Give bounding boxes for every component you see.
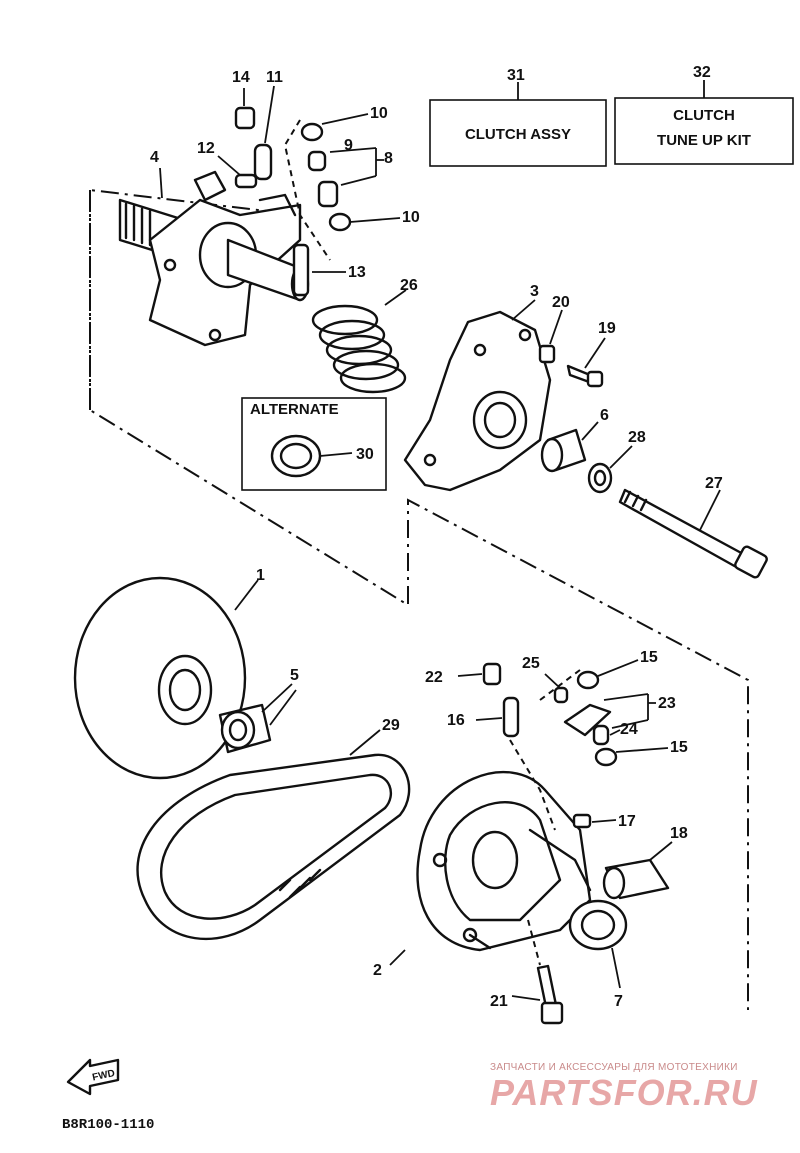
callout-2: 2	[373, 962, 382, 979]
callout-24: 24	[620, 721, 638, 738]
callout-3: 3	[530, 283, 539, 300]
part-15-cap-upper	[576, 670, 600, 690]
alternate-label: ALTERNATE	[250, 401, 339, 418]
callout-8: 8	[384, 150, 393, 167]
small-parts-lower: 22 16 25 15 23 24 15 17	[425, 649, 688, 831]
part-25-collar	[553, 686, 569, 704]
part-4-shaft-assembly: 4	[118, 149, 310, 347]
small-parts-right: 20 19 6 28 27	[538, 294, 768, 579]
callout-12: 12	[197, 140, 215, 157]
part-3-cover: 3	[403, 283, 552, 492]
watermark-tagline: ЗАПЧАСТИ И АКСЕССУАРЫ ДЛЯ МОТОТЕХНИКИ	[490, 1062, 738, 1073]
callout-32: 32	[693, 64, 711, 81]
callout-13: 13	[348, 264, 366, 281]
tune-up-kit-line1: CLUTCH	[673, 107, 735, 124]
callout-25: 25	[522, 655, 540, 672]
small-parts-bottom-right: 18 7 21	[490, 825, 688, 1025]
callout-10a: 10	[370, 105, 388, 122]
part-30-ring	[270, 434, 322, 478]
callout-26: 26	[400, 277, 418, 294]
part-20-nut	[538, 344, 556, 364]
assembly-outline-lower	[89, 188, 301, 410]
fwd-label: FWD	[91, 1068, 116, 1083]
part-16-pin	[502, 696, 520, 738]
callout-19: 19	[598, 320, 616, 337]
part-28-washer	[587, 462, 613, 494]
callout-16: 16	[447, 712, 465, 729]
callout-6: 6	[600, 407, 609, 424]
callout-9: 9	[344, 137, 353, 154]
tune-up-kit-line2: TUNE UP KIT	[657, 132, 751, 149]
callout-21: 21	[490, 993, 508, 1010]
part-2-movable-sheave: 2	[373, 771, 592, 979]
assembly-outline-upper	[89, 190, 749, 1010]
part-26-spring: 26	[311, 277, 418, 394]
part-12-screw	[234, 173, 258, 189]
callout-29: 29	[382, 717, 400, 734]
part-24-roller	[592, 724, 610, 746]
callout-11: 11	[266, 69, 283, 86]
callout-15a: 15	[640, 649, 658, 666]
part-8-roller	[317, 180, 339, 208]
small-parts-upper: 14 11 12 10 9 8 10 13	[197, 69, 420, 297]
watermark-logo: PARTSFOR.RU	[490, 1072, 758, 1113]
alternate-box: ALTERNATE 30	[241, 397, 387, 491]
part-1-sheave: 1	[73, 567, 265, 780]
callout-5: 5	[290, 667, 299, 684]
callout-15b: 15	[670, 739, 688, 756]
part-7-ring	[568, 899, 628, 951]
callout-31: 31	[507, 67, 525, 84]
callout-17: 17	[618, 813, 636, 830]
part-22-nut	[482, 662, 502, 686]
clutch-assy-box: 31 CLUTCH ASSY	[429, 67, 607, 167]
part-29-belt: 29	[136, 717, 411, 940]
callout-4: 4	[150, 149, 159, 166]
callout-30: 30	[356, 446, 374, 463]
callout-10b: 10	[402, 209, 420, 226]
callout-28: 28	[628, 429, 646, 446]
callout-22: 22	[425, 669, 443, 686]
part-27-bolt	[618, 488, 747, 570]
part-21-bolt	[536, 964, 558, 1009]
callout-7: 7	[614, 993, 623, 1010]
callout-14: 14	[232, 69, 250, 86]
part-13-bolt	[292, 243, 310, 297]
part-23-weight	[563, 703, 612, 737]
callout-27: 27	[705, 475, 723, 492]
clutch-assy-label: CLUTCH ASSY	[465, 126, 571, 143]
diagram-code: B8R100-1110	[62, 1117, 154, 1133]
callout-20: 20	[552, 294, 570, 311]
tune-up-kit-box: 32 CLUTCH TUNE UP KIT	[614, 64, 794, 165]
part-15-cap-lower	[594, 747, 618, 767]
callout-18: 18	[670, 825, 688, 842]
part-9-roller	[307, 150, 327, 172]
forward-arrow-icon: FWD	[66, 1058, 120, 1096]
callout-1: 1	[256, 567, 265, 584]
part-17-screw	[572, 813, 592, 829]
part-10-cap-lower	[328, 212, 352, 232]
part-14-nut	[234, 106, 256, 130]
callout-23: 23	[658, 695, 676, 712]
part-11-pin	[253, 143, 273, 181]
part-10-cap-upper	[300, 122, 324, 142]
part-5-bushing: 5	[218, 667, 299, 754]
